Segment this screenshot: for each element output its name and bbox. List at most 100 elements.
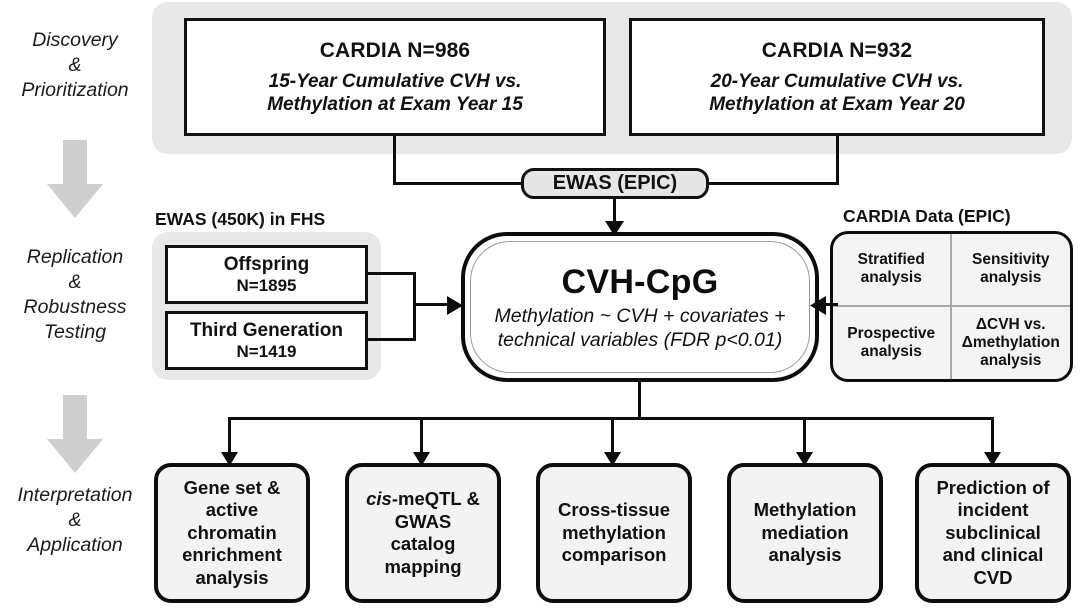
ewas-epic-pill-label: EWAS (EPIC) <box>552 172 678 194</box>
connector-drop-mediation <box>803 417 806 455</box>
stage-label-interpretation-line3: Application <box>27 534 123 556</box>
cohort-932-detail-line1: 20-Year Cumulative CVH vs. <box>710 70 964 92</box>
connector-drop-cross-tissue <box>611 417 614 455</box>
cohort-986-detail-line2: Methylation at Exam Year 15 <box>267 93 523 115</box>
output-box-cis-meqtl-gwas[interactable]: cis-meQTL & GWAS catalog mapping <box>345 463 501 603</box>
connector-offspring-out <box>366 272 416 275</box>
arrowhead-cardia-to-core <box>810 296 826 315</box>
connector-drop-meqtl <box>420 417 423 455</box>
stage-label-discovery-line1: Discovery <box>32 29 118 51</box>
output-gene-set-line3: chromatin <box>187 521 277 543</box>
connector-pill-to-core <box>613 199 616 225</box>
cvh-cpg-model-line1: Methylation ~ CVH + covariates + <box>494 304 786 327</box>
stage-label-discovery-line2: & <box>68 54 82 76</box>
output-cross-tissue-line3: comparison <box>561 544 667 566</box>
cardia-cell-stratified-line2: analysis <box>860 269 922 287</box>
cohort-box-cardia-932[interactable]: CARDIA N=932 20-Year Cumulative CVH vs. … <box>629 18 1045 136</box>
cohort-986-title: CARDIA N=986 <box>319 38 471 62</box>
connector-fhs-to-core <box>413 303 451 306</box>
connector-932-down <box>836 136 839 185</box>
stage-arrow-discovery-to-replication <box>47 140 103 218</box>
output-cross-tissue-line1: Cross-tissue <box>557 499 671 521</box>
output-box-prediction[interactable]: Prediction of incident subclinical and c… <box>915 463 1071 603</box>
arrowhead-prediction <box>984 452 1001 466</box>
stage-label-replication-line3: Robustness <box>23 296 127 318</box>
output-meqtl-line1-rest: -meQTL & <box>391 488 480 509</box>
cardia-cell-stratified-line1: Stratified <box>857 251 925 269</box>
output-prediction-line5: CVD <box>973 566 1013 588</box>
connector-932-to-pill <box>705 182 839 185</box>
stage-label-interpretation-line2: & <box>68 509 82 531</box>
connector-986-down <box>393 136 396 185</box>
output-mediation-line3: analysis <box>768 544 842 566</box>
output-meqtl-line3: catalog <box>390 533 456 554</box>
fhs-thirdgen-n: N=1419 <box>236 341 297 361</box>
output-prediction-line1: Prediction of <box>936 476 1050 498</box>
cohort-932-title: CARDIA N=932 <box>761 38 913 62</box>
arrowhead-fhs-to-core <box>447 296 463 315</box>
fhs-offspring-n: N=1895 <box>236 275 297 295</box>
connector-fhs-merge-vertical <box>413 272 416 341</box>
fhs-box-offspring[interactable]: Offspring N=1895 <box>165 245 368 304</box>
connector-986-to-pill <box>393 182 525 185</box>
cardia-cell-delta-line2: Δmethylation <box>961 333 1060 351</box>
cardia-cell-sensitivity-line2: analysis <box>980 269 1042 287</box>
output-gene-set-line1: Gene set & <box>183 476 281 498</box>
cvh-cpg-title: CVH-CpG <box>561 262 719 301</box>
output-prediction-line3: subclinical <box>945 521 1041 543</box>
stage-label-replication-line4: Testing <box>43 321 107 343</box>
stage-label-interpretation: Interpretation & Application <box>0 483 150 558</box>
cohort-box-cardia-986[interactable]: CARDIA N=986 15-Year Cumulative CVH vs. … <box>184 18 606 136</box>
arrowhead-meqtl <box>413 452 430 466</box>
ewas-epic-pill[interactable]: EWAS (EPIC) <box>521 168 709 199</box>
cardia-cell-prospective-line2: analysis <box>860 342 922 360</box>
stage-label-discovery: Discovery & Prioritization <box>0 28 150 103</box>
cardia-cell-sensitivity-line1: Sensitivity <box>971 251 1050 269</box>
arrowhead-mediation <box>796 452 813 466</box>
connector-drop-prediction <box>991 417 994 455</box>
cardia-cell-prospective[interactable]: Prospective analysis <box>833 306 952 379</box>
cardia-cell-delta-line3: analysis <box>980 351 1042 369</box>
cardia-cell-prospective-line1: Prospective <box>847 324 936 342</box>
arrowhead-pill-to-core <box>605 221 624 236</box>
connector-thirdgen-out <box>366 338 416 341</box>
cardia-cell-delta-line1: ΔCVH vs. <box>975 315 1046 333</box>
connector-core-down <box>638 382 641 419</box>
cardia-cell-sensitivity[interactable]: Sensitivity analysis <box>951 234 1070 307</box>
connector-cardia-to-core <box>824 303 838 306</box>
fhs-caption: EWAS (450K) in FHS <box>155 209 326 229</box>
output-mediation-line2: mediation <box>761 521 849 543</box>
output-prediction-line4: and clinical <box>942 544 1044 566</box>
stage-label-replication-line2: & <box>68 271 82 293</box>
output-gene-set-line4: enrichment <box>182 544 282 566</box>
cohort-986-detail-line1: 15-Year Cumulative CVH vs. <box>268 70 522 92</box>
output-meqtl-line2: GWAS <box>394 510 452 532</box>
fhs-thirdgen-name: Third Generation <box>189 319 344 341</box>
output-box-gene-set[interactable]: Gene set & active chromatin enrichment a… <box>154 463 310 603</box>
output-prediction-line2: incident <box>957 499 1029 521</box>
fhs-offspring-name: Offspring <box>223 253 310 275</box>
cvh-cpg-core-box[interactable]: CVH-CpG Methylation ~ CVH + covariates +… <box>461 232 819 382</box>
output-meqtl-italic-prefix: cis <box>366 488 392 509</box>
output-box-mediation[interactable]: Methylation mediation analysis <box>727 463 883 603</box>
cvh-cpg-inner-frame: CVH-CpG Methylation ~ CVH + covariates +… <box>470 241 810 373</box>
stage-label-replication-line1: Replication <box>26 246 124 268</box>
output-meqtl-line1: cis-meQTL & <box>366 488 480 511</box>
output-mediation-line1: Methylation <box>753 499 857 521</box>
output-cross-tissue-line2: methylation <box>562 521 666 543</box>
connector-drop-gene-set <box>228 417 231 455</box>
cardia-cell-delta-cvh[interactable]: ΔCVH vs. Δmethylation analysis <box>952 307 1071 380</box>
cardia-data-caption: CARDIA Data (EPIC) <box>843 206 1011 226</box>
stage-label-discovery-line3: Prioritization <box>21 79 129 101</box>
cardia-analysis-grid: Stratified analysis Sensitivity analysis… <box>830 231 1073 382</box>
cohort-932-detail-line2: Methylation at Exam Year 20 <box>709 93 965 115</box>
output-gene-set-line2: active <box>205 499 259 521</box>
arrowhead-cross-tissue <box>604 452 621 466</box>
fhs-box-third-generation[interactable]: Third Generation N=1419 <box>165 311 368 370</box>
cardia-cell-stratified[interactable]: Stratified analysis <box>833 234 952 307</box>
cvh-cpg-model-line2: technical variables (FDR p<0.01) <box>497 328 783 351</box>
stage-label-replication: Replication & Robustness Testing <box>0 245 150 345</box>
output-meqtl-line4: mapping <box>384 555 462 577</box>
output-box-cross-tissue[interactable]: Cross-tissue methylation comparison <box>536 463 692 603</box>
